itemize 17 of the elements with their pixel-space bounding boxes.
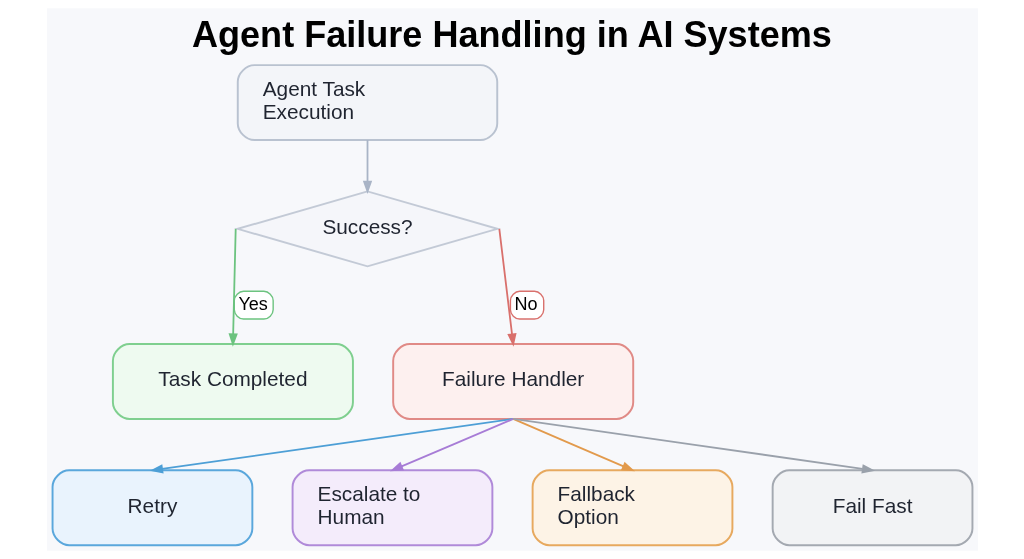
edge-label: Yes: [237, 293, 268, 314]
diagram-title: Agent Failure Handling in AI Systems: [191, 13, 832, 55]
arrow: [228, 227, 238, 347]
arrow: [497, 227, 517, 347]
node-box: Fallback Option: [531, 469, 733, 547]
node-box: Retry: [51, 469, 253, 547]
arrow: [362, 139, 372, 195]
node-box: Escalate to Human: [291, 469, 493, 547]
node-box: Task Completed: [111, 343, 354, 420]
arrow: [389, 418, 514, 472]
edge-label: No: [514, 293, 538, 314]
arrow: [149, 418, 514, 474]
node-box: Failure Handler: [391, 343, 634, 420]
node-box: Fail Fast: [771, 469, 973, 547]
node-diamond: Success?: [233, 190, 501, 268]
node-box: Agent Task Execution: [236, 64, 498, 142]
arrow: [511, 418, 875, 474]
